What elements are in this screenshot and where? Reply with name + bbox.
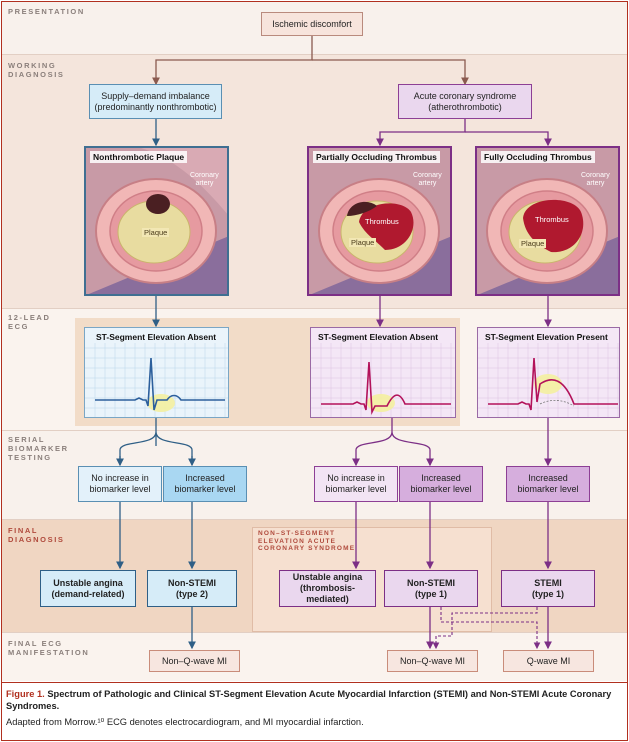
ecg-trace-right	[478, 343, 619, 417]
ecg-title-mid: ST-Segment Elevation Absent	[318, 332, 439, 342]
ecg-panel-absent-left: ST-Segment Elevation Absent	[84, 327, 229, 418]
ecg-trace-mid	[311, 343, 455, 417]
line-acs-partial	[376, 119, 466, 147]
plaque-label-3: Plaque	[519, 239, 547, 248]
dashed-cross-2	[432, 607, 538, 650]
ecg-outcome-nonq-left: Non–Q-wave MI	[149, 650, 240, 672]
thrombus-label-2: Thrombus	[365, 217, 399, 226]
line-presentation-split	[152, 36, 313, 86]
artery-nonthrombotic-illustration	[86, 148, 227, 294]
label-presentation: PRESENTATION	[8, 7, 85, 16]
line-acs-full	[465, 131, 552, 147]
artery-partial-illustration	[309, 148, 450, 294]
supply-demand-box: Supply–demand imbalance(predominantly no…	[89, 84, 222, 119]
artery-full-illustration	[477, 148, 618, 294]
caption-note: Adapted from Morrow.¹⁰ ECG denotes elect…	[6, 717, 364, 727]
caption-title: Spectrum of Pathologic and Clinical ST-S…	[6, 689, 612, 711]
line-ecg-mid-bio	[355, 418, 431, 451]
dashed-cross-1	[440, 607, 541, 650]
caption-divider	[2, 682, 627, 683]
ecg-outcome-qwave: Q-wave MI	[503, 650, 594, 672]
ecg-title-left: ST-Segment Elevation Absent	[96, 332, 217, 342]
ecg-title-right: ST-Segment Elevation Present	[485, 332, 608, 342]
caption-title-line: Figure 1. Spectrum of Pathologic and Cli…	[6, 688, 623, 712]
plaque-label-1: Plaque	[142, 228, 170, 237]
line-ecg-left-bio	[119, 418, 193, 464]
ecg-panel-present: ST-Segment Elevation Present	[477, 327, 620, 418]
thrombus-label-3: Thrombus	[535, 215, 569, 224]
dx-nonstemi-type1: Non-STEMI(type 1)	[384, 570, 478, 607]
panel-title-full: Fully Occluding Thrombus	[481, 151, 595, 163]
dx-nonstemi-type2: Non-STEMI(type 2)	[147, 570, 237, 607]
panel-title-nonthrombotic: Nonthrombotic Plaque	[90, 151, 188, 163]
ecg-outcome-nonq-mid: Non–Q-wave MI	[387, 650, 478, 672]
dx-stemi-type1: STEMI(type 1)	[501, 570, 595, 607]
acute-coronary-syndrome-box: Acute coronary syndrome(atherothrombotic…	[398, 84, 532, 119]
panel-title-partial: Partially Occluding Thrombus	[313, 151, 440, 163]
ischemic-discomfort-box: Ischemic discomfort	[261, 12, 363, 36]
plaque-label-2: Plaque	[349, 238, 377, 247]
ecg-panel-absent-mid: ST-Segment Elevation Absent	[310, 327, 456, 418]
line-presentation-acs	[312, 59, 469, 86]
dx-unstable-angina-demand: Unstable angina(demand-related)	[40, 570, 136, 607]
figure-caption: Figure 1. Spectrum of Pathologic and Cli…	[6, 688, 623, 728]
caption-figure-number: Figure 1.	[6, 689, 45, 699]
ecg-trace-left	[85, 343, 228, 417]
dx-unstable-angina-thrombosis: Unstable angina(thrombosis-mediated)	[279, 570, 376, 607]
